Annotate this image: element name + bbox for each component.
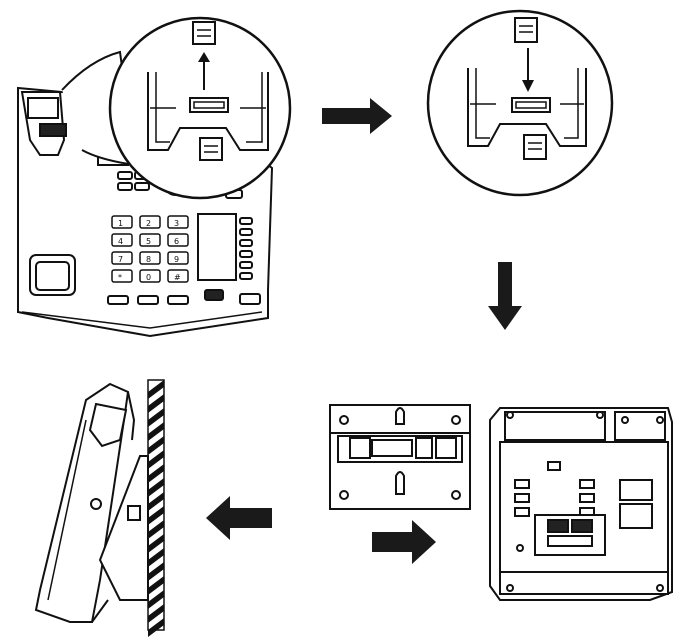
keypad-key: 6 [167,233,189,247]
keypad-key-label: 5 [146,237,151,246]
keypad-key: 8 [139,251,161,265]
keypad-key: 9 [167,251,189,265]
keypad-key: 2 [139,215,161,229]
keypad-key: 1 [111,215,133,229]
keypad-key: 4 [111,233,133,247]
keypad-key-label: 6 [174,237,179,246]
keypad-key: 0 [139,269,161,283]
step-3-phone-back [489,407,673,601]
line-keys [239,217,253,280]
keypad-key: 3 [167,215,189,229]
keypad-key-label: 0 [146,273,151,282]
keypad-key-label: 7 [118,255,123,264]
keypad-key-label: 9 [174,255,179,264]
keypad-key-label: 2 [146,219,151,228]
dial-keypad: 1 2 3 4 5 6 7 8 9 * 0 # [111,215,189,283]
keypad-key-label: # [174,273,181,282]
wall-hatching [148,380,164,637]
keypad-key-label: 1 [118,219,123,228]
arrow-right-icon-2 [372,520,436,564]
keypad-key: * [111,269,133,283]
step-1-magnifier [108,16,292,200]
keypad-key-label: 8 [146,255,151,264]
step-2-magnifier [426,9,614,197]
step-3-wall-bracket [329,404,471,510]
keypad-key-label: 4 [118,237,123,246]
keypad-key: 5 [139,233,161,247]
arrow-right-icon [322,98,392,134]
keypad-key-label: * [118,273,122,282]
keypad-key: 7 [111,251,133,265]
step-4-mounted-phone [34,382,149,623]
arrow-left-icon [206,496,272,540]
keypad-key-label: 3 [174,219,179,228]
arrow-down-icon [488,262,522,330]
keypad-key: # [167,269,189,283]
step-4-wall [147,379,165,637]
